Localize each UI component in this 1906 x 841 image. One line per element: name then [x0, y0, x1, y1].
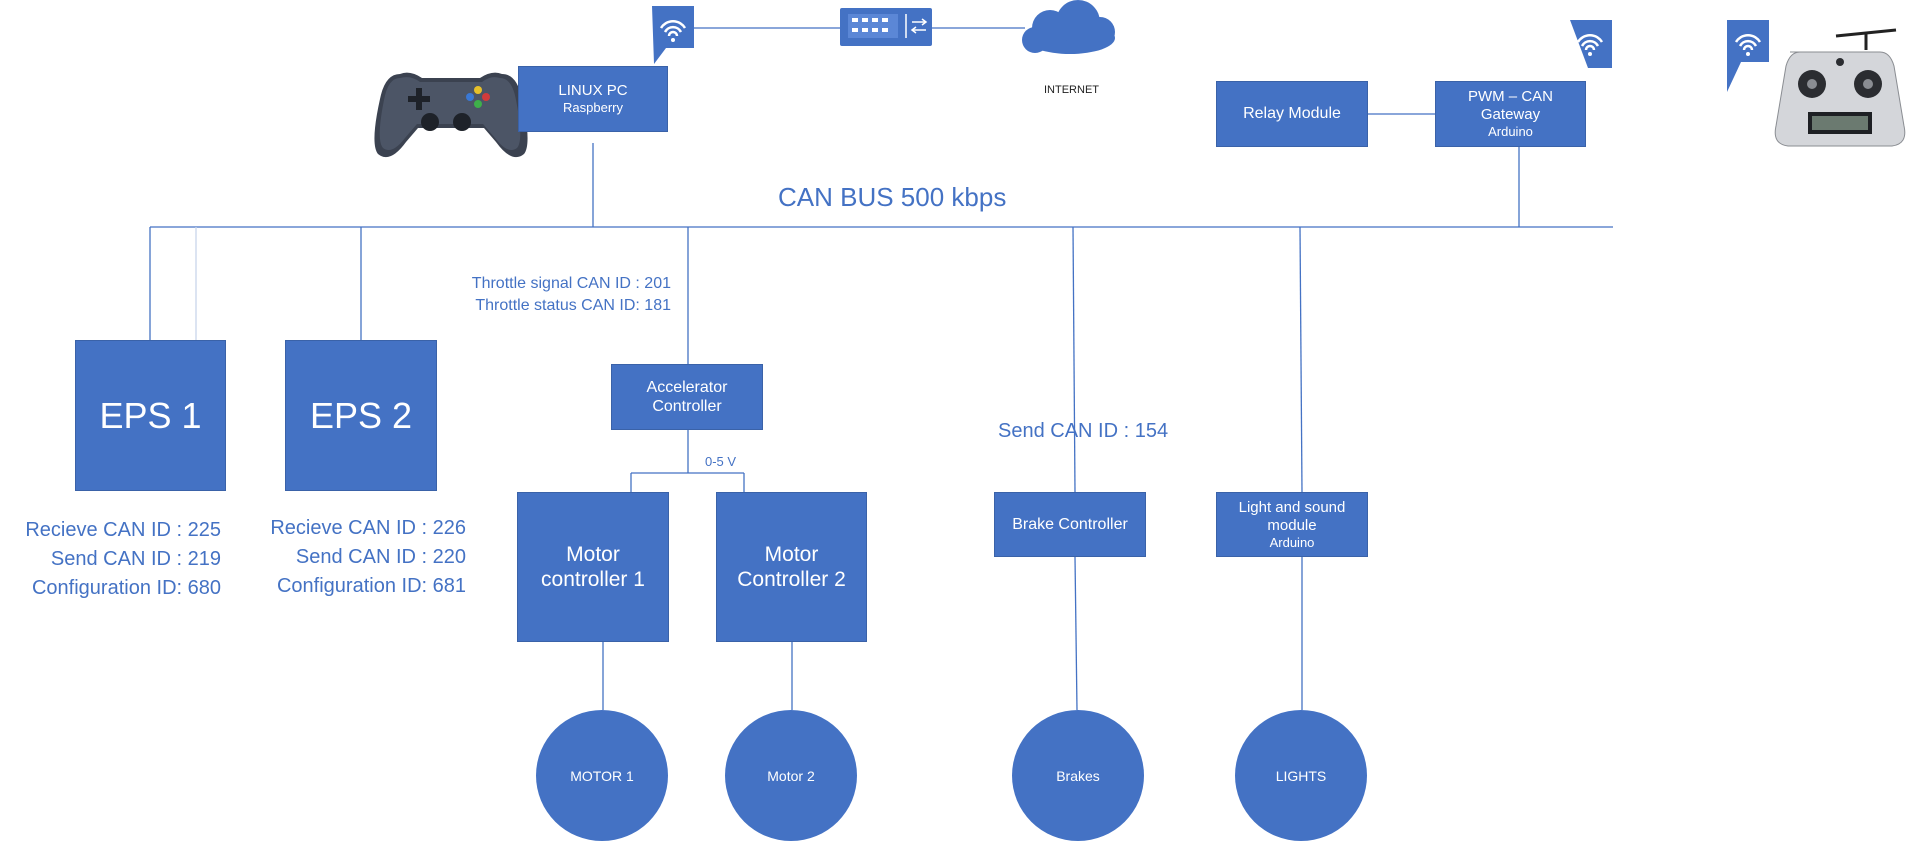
linux-pc-box[interactable]: LINUX PC Raspberry: [518, 66, 668, 132]
eps1-send-id: Send CAN ID : 219: [50, 548, 221, 570]
gateway-title: PWM – CAN Gateway: [1467, 88, 1553, 124]
throttle-signal-id: Throttle signal CAN ID : 201: [471, 275, 671, 292]
can-bus-label: CAN BUS 500 kbps: [778, 182, 1007, 212]
wifi-icon: [1727, 20, 1769, 92]
gamepad-icon: [374, 72, 528, 158]
motor-controller-1-box[interactable]: Motor controller 1: [517, 492, 669, 642]
light-sound-subtitle: Arduino: [1269, 534, 1315, 550]
pwm-can-gateway-box[interactable]: PWM – CAN Gateway Arduino: [1435, 81, 1586, 147]
brake-send-id: Send CAN ID : 154: [998, 420, 1169, 442]
lights-label: LIGHTS: [1275, 767, 1327, 784]
eps1-receive-id: Recieve CAN ID : 225: [25, 519, 221, 541]
eps1-config-id: Configuration ID: 680: [31, 577, 221, 599]
eps2-annotation: Recieve CAN ID : 226 Send CAN ID : 220 C…: [270, 514, 466, 601]
linux-pc-subtitle: Raspberry: [563, 100, 623, 116]
motor-1-endpoint[interactable]: MOTOR 1: [536, 710, 668, 841]
motor-controller-1-title: Motor controller 1: [541, 542, 645, 591]
throttle-status-id: Throttle status CAN ID: 181: [475, 297, 671, 314]
motor-2-endpoint[interactable]: Motor 2: [725, 710, 857, 841]
relay-module-box[interactable]: Relay Module: [1216, 81, 1368, 147]
brake-controller-title: Brake Controller: [1012, 515, 1128, 533]
eps1-title: EPS 1: [99, 394, 202, 436]
eps2-send-id: Send CAN ID : 220: [295, 546, 466, 568]
eps2-title: EPS 2: [309, 394, 413, 436]
internet-label: INTERNET: [1044, 84, 1099, 96]
brake-controller-box[interactable]: Brake Controller: [994, 492, 1146, 557]
eps1-box[interactable]: EPS 1: [75, 340, 226, 491]
relay-module-title: Relay Module: [1243, 105, 1341, 123]
throttle-annotation: Throttle signal CAN ID : 201 Throttle st…: [472, 273, 671, 317]
motor-1-label: MOTOR 1: [570, 767, 634, 784]
linux-pc-title: LINUX PC: [558, 82, 628, 100]
brakes-endpoint[interactable]: Brakes: [1012, 710, 1144, 841]
network-switch-icon: [840, 8, 932, 46]
motor-2-label: Motor 2: [767, 767, 815, 784]
wifi-icon: [652, 6, 694, 64]
gateway-subtitle: Arduino: [1488, 124, 1533, 140]
accelerator-title: Accelerator Controller: [646, 378, 728, 415]
motor-controller-2-box[interactable]: Motor Controller 2: [716, 492, 867, 642]
light-sound-module-box[interactable]: Light and sound module Arduino: [1216, 492, 1368, 557]
eps2-config-id: Configuration ID: 681: [276, 575, 466, 597]
eps1-annotation: Recieve CAN ID : 225 Send CAN ID : 219 C…: [25, 516, 221, 603]
lights-endpoint[interactable]: LIGHTS: [1235, 710, 1367, 841]
light-sound-title: Light and sound module: [1238, 498, 1346, 534]
eps2-box[interactable]: EPS 2: [285, 340, 437, 491]
wifi-icon: [1570, 20, 1612, 68]
rc-transmitter-icon: [1774, 28, 1906, 147]
brakes-label: Brakes: [1056, 767, 1100, 784]
cloud-icon: [1022, 0, 1115, 54]
motor-controller-2-title: Motor Controller 2: [737, 542, 846, 591]
voltage-label: 0-5 V: [705, 454, 737, 469]
eps2-receive-id: Recieve CAN ID : 226: [270, 517, 466, 539]
accelerator-controller-box[interactable]: Accelerator Controller: [611, 364, 763, 430]
